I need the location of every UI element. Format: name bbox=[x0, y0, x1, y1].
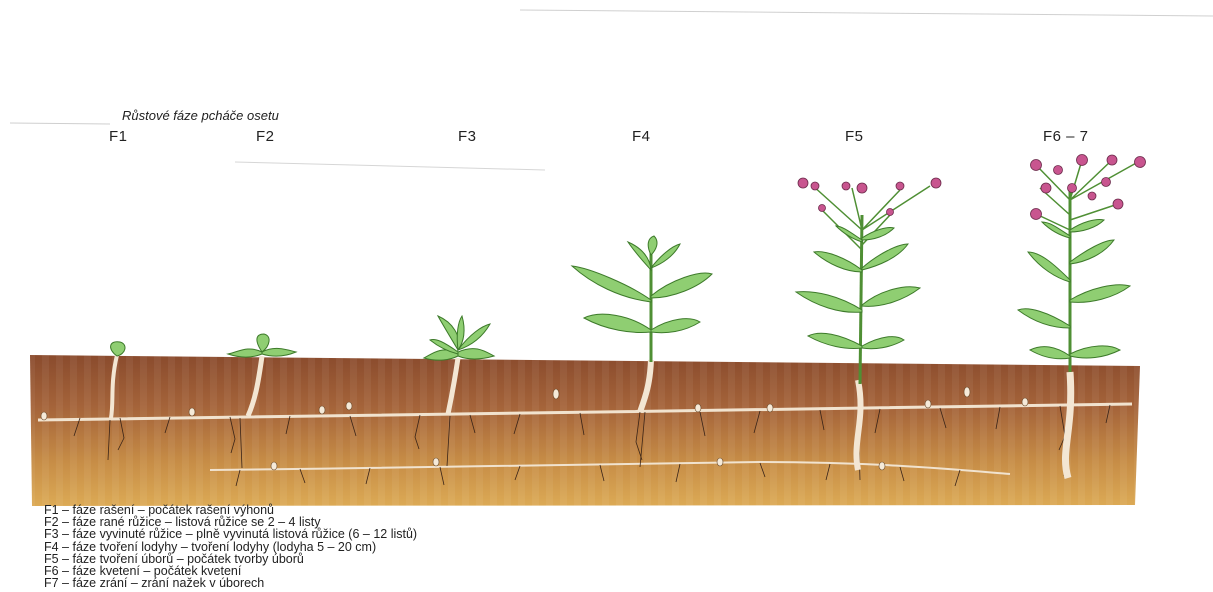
legend-item-f7: F7 – fáze zrání – zrání nažek v úborech bbox=[44, 577, 417, 589]
scan-line bbox=[235, 162, 545, 170]
legend-item-f3: F3 – fáze vyvinuté růžice – plně vyvinut… bbox=[44, 528, 417, 540]
scan-line bbox=[10, 123, 110, 124]
scan-line bbox=[520, 10, 1213, 16]
legend-item-f4: F4 – fáze tvoření lodyhy – tvoření lodyh… bbox=[44, 541, 417, 553]
soil-texture bbox=[30, 355, 1140, 506]
phase-legend: F1 – fáze rašení – počátek rašení výhonů… bbox=[44, 504, 417, 589]
